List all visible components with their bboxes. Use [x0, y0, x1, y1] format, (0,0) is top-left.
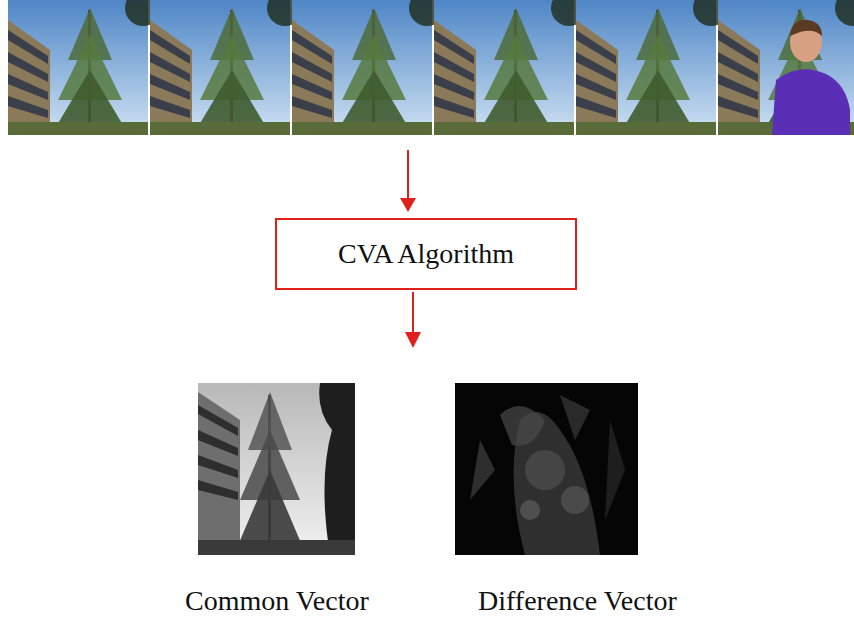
- video-frame: [292, 0, 445, 135]
- image-caption: Common Vector: [185, 585, 369, 617]
- box-label: CVA Algorithm: [338, 238, 514, 270]
- arrow-head: [400, 198, 416, 212]
- video-frame: [8, 0, 161, 135]
- arrow-head: [405, 332, 421, 348]
- process-box: CVA Algorithm: [275, 218, 577, 290]
- video-frame: [576, 0, 729, 135]
- input-frames: [8, 0, 854, 135]
- arrow-line: [407, 150, 409, 200]
- difference-vector-image: [455, 383, 638, 555]
- video-frame: [718, 0, 854, 135]
- arrow-line: [412, 292, 414, 334]
- image-caption: Difference Vector: [478, 585, 677, 617]
- person: [772, 20, 850, 135]
- video-frame: [150, 0, 303, 135]
- common-vector-image: [198, 383, 355, 555]
- video-frame: [434, 0, 587, 135]
